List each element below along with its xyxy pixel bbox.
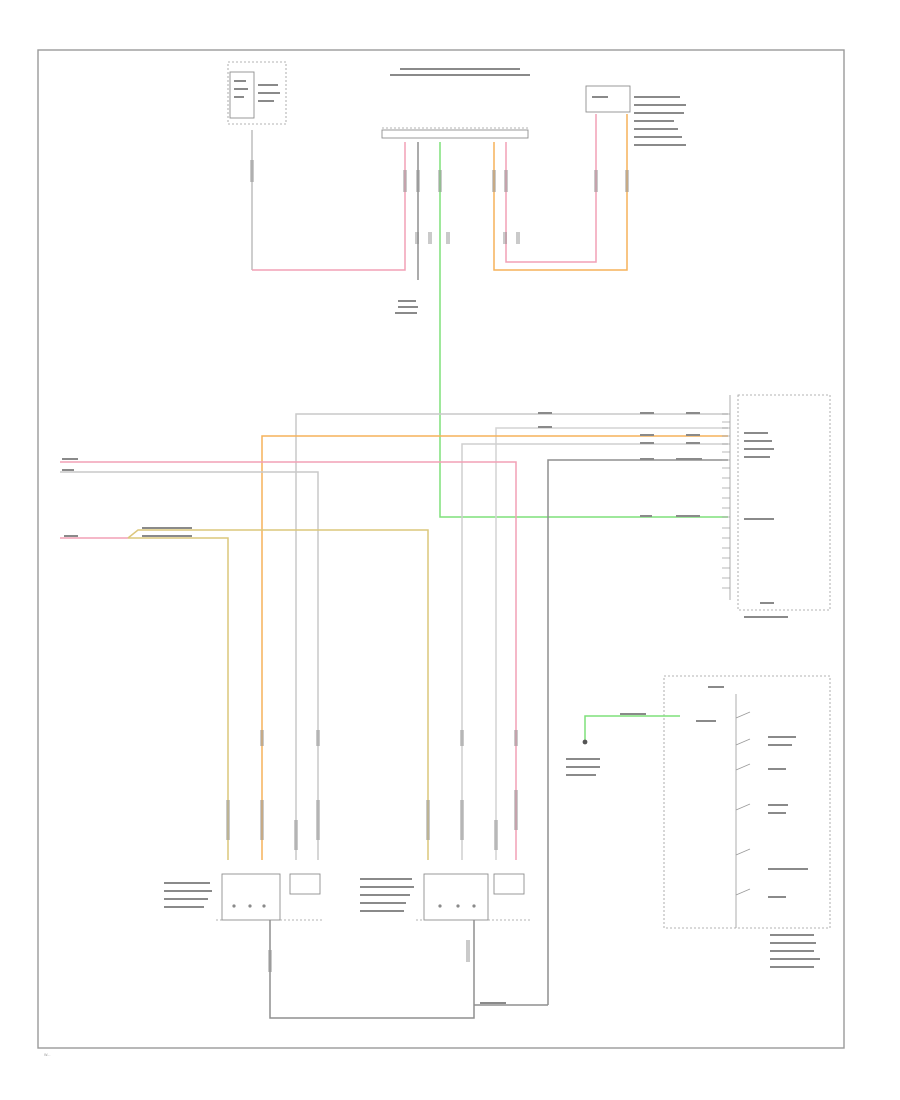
footer-code: W... [44,1053,51,1057]
wire-bottom-ground [269,920,475,1019]
bottom-wire-labels [226,730,518,1004]
wire-tan-2 [128,537,229,860]
wire-dark-bus [547,459,728,1005]
wire-pink-module [505,114,597,263]
top-right-module [585,85,686,146]
right-seat-switch [360,873,530,921]
wire-orange-module [493,114,628,271]
left-seat-switch [164,873,324,921]
wire-orange-bus [261,435,728,860]
wire-gray-bus-1 [295,413,728,860]
wire-green-signal [439,142,728,518]
diagram-border [37,49,845,1049]
wire-pink-bus [60,461,517,860]
ground-labels [566,713,716,776]
mid-wire-labels [62,412,702,537]
wire-gray-left [60,471,319,860]
wire-tan-1 [127,529,429,860]
ground-point-icon [582,739,588,745]
top-wire-labels [250,160,629,314]
wire-pink-top-left [252,142,406,271]
top-left-fuse-block [227,61,287,125]
center-connector-strip [381,68,530,139]
right-control-module [722,394,831,618]
wire-gray-bus-2 [495,427,728,860]
wire-green-ground [584,715,680,742]
wire-gray-bus-3 [461,443,728,860]
right-switch-assembly [663,675,831,968]
